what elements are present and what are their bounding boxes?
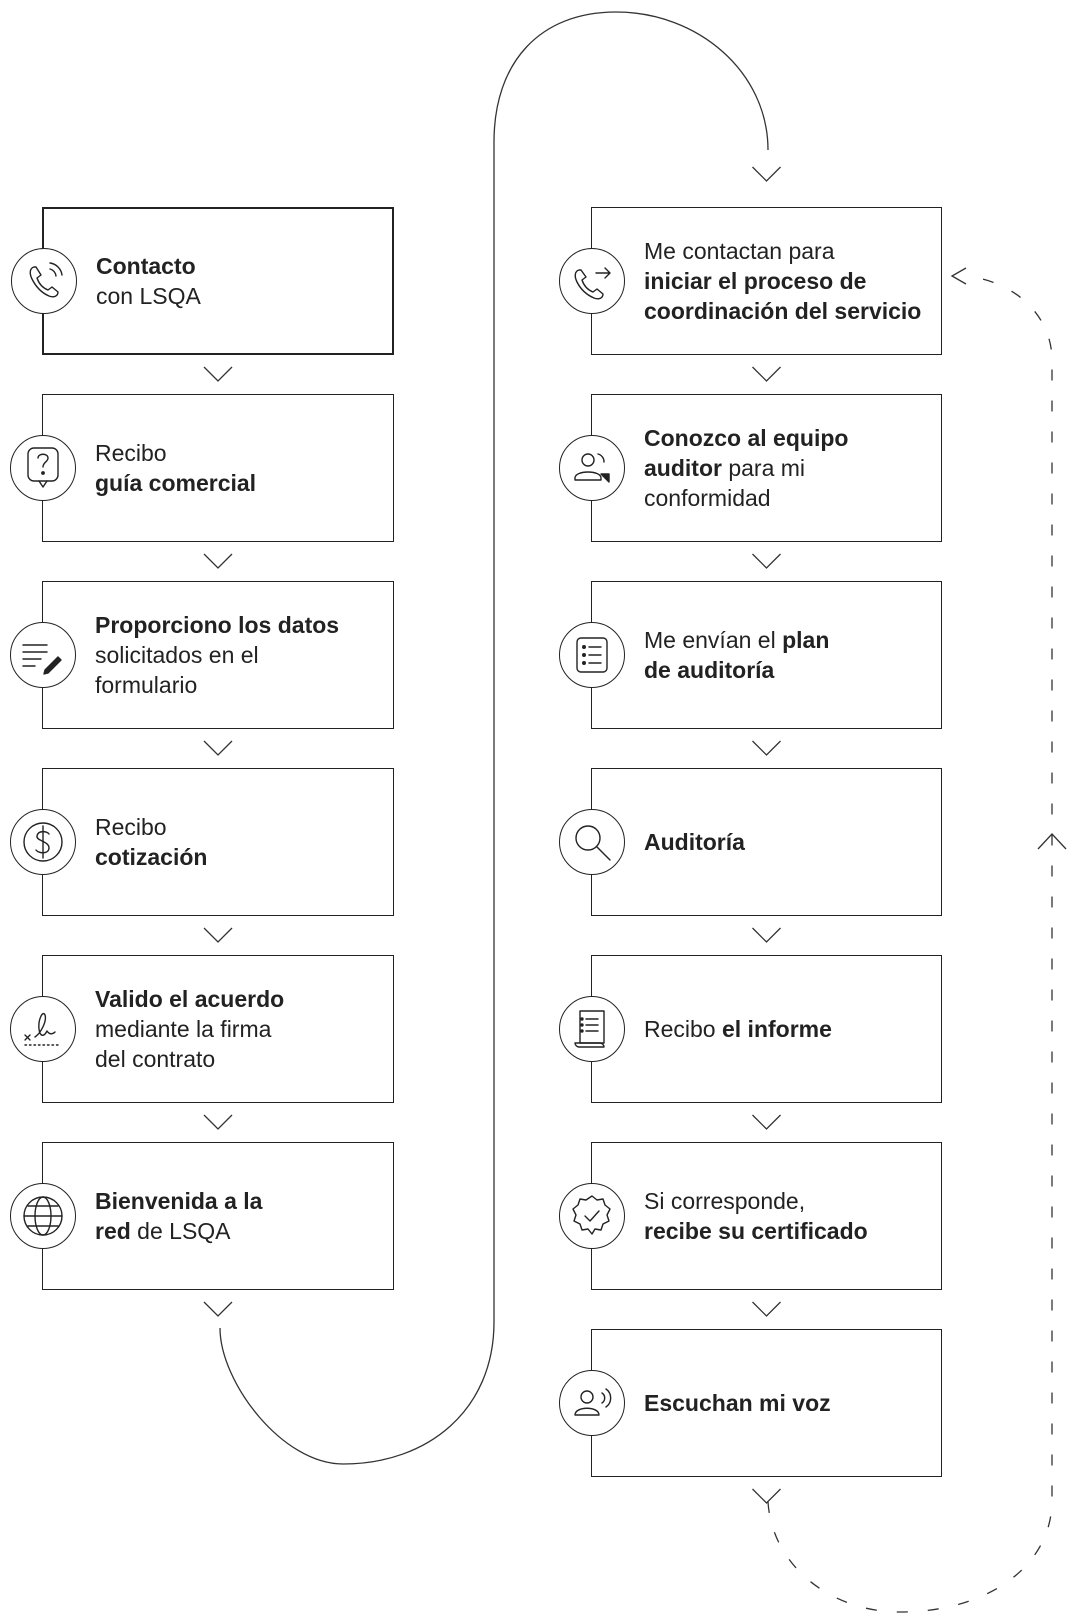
- magnifier-icon: [559, 809, 625, 875]
- flow-arrow-chevron: [752, 166, 781, 182]
- step-equipo: Conozco al equipo auditor para mi conformi…: [559, 394, 942, 542]
- step-voz: Escuchan mi voz: [559, 1329, 942, 1477]
- step-label: Valido el acuerdo mediante la firma del co…: [95, 984, 385, 1074]
- step-label: Bienvenida a la red de LSQA: [95, 1186, 385, 1246]
- flow-arrow-chevron: [752, 1488, 781, 1504]
- flow-arrow-chevron: [752, 366, 781, 382]
- step-label-part: Conozco al equipo: [644, 425, 849, 451]
- step-plan: Me envían el plan de auditoría: [559, 581, 942, 729]
- step-label: Recibo el informe: [644, 1014, 933, 1044]
- step-label-part: Proporciono los datos: [95, 612, 340, 638]
- step-label-part: el informe: [721, 1016, 832, 1042]
- step-label-part: Me contactan para: [644, 238, 835, 264]
- flow-arrow-chevron: [752, 1301, 781, 1317]
- step-label: Recibo cotización: [95, 812, 385, 872]
- feedback-loop-arrowhead: [950, 267, 967, 285]
- certificate-badge-icon: [559, 1183, 625, 1249]
- list-pencil-icon: [10, 622, 76, 688]
- step-label: Me contactan para iniciar el proceso de co…: [644, 236, 933, 326]
- signature-icon: [10, 996, 76, 1062]
- phone-outgoing-icon: [559, 248, 625, 314]
- step-coordinacion: Me contactan para iniciar el proceso de co…: [559, 207, 942, 355]
- step-label-part: auditor: [644, 455, 722, 481]
- step-label-part: Bienvenida a la: [95, 1188, 263, 1214]
- flow-connector-line: [219, 11, 769, 1465]
- flow-arrow-chevron: [203, 1301, 233, 1317]
- step-label-part: Recibo: [95, 814, 167, 840]
- flow-arrow-chevron: [203, 553, 233, 569]
- step-label-part: cotización: [95, 844, 208, 870]
- step-label: Escuchan mi voz: [644, 1388, 933, 1418]
- globe-icon: [10, 1183, 76, 1249]
- person-speaking-icon: [559, 1370, 625, 1436]
- flow-arrow-chevron: [203, 740, 233, 756]
- flow-arrow-chevron: [752, 1114, 781, 1130]
- step-label: Conozco al equipo auditor para mi conformi…: [644, 423, 933, 513]
- step-label: Proporciono los datos solicitados en el fo…: [95, 610, 385, 700]
- checklist-icon: [559, 622, 625, 688]
- step-label-part: Recibo: [644, 1016, 722, 1042]
- step-label-part: Escuchan mi voz: [644, 1390, 831, 1416]
- dollar-coin-icon: [10, 809, 76, 875]
- step-label-part: Si corresponde,: [644, 1188, 806, 1214]
- flow-arrow-chevron: [203, 927, 233, 943]
- step-informe: Recibo el informe: [559, 955, 942, 1103]
- step-datos: Proporciono los datos solicitados en el fo…: [10, 581, 394, 729]
- step-label: Si corresponde, recibe su certificado: [644, 1186, 933, 1246]
- step-label-part: para mi: [721, 455, 806, 481]
- auditor-team-icon: [559, 435, 625, 501]
- step-label-part: Auditoría: [644, 829, 745, 855]
- step-label-part: recibe su certificado: [644, 1218, 868, 1244]
- step-label-part: solicitados en el: [95, 642, 259, 668]
- step-label: Me envían el plan de auditoría: [644, 625, 933, 685]
- step-label: Contacto con LSQA: [96, 251, 384, 311]
- feedback-loop-up-arrowhead: [1037, 833, 1067, 850]
- flow-arrow-chevron: [203, 366, 233, 382]
- step-label-part: del contrato: [95, 1046, 216, 1072]
- phone-icon: [11, 248, 77, 314]
- feedback-loop-dashed-line: [767, 275, 1053, 1613]
- step-label-part: plan: [782, 627, 830, 653]
- step-certificado: Si corresponde, recibe su certificado: [559, 1142, 942, 1290]
- step-label-part: Valido el acuerdo: [95, 986, 285, 1012]
- step-auditoria: Auditoría: [559, 768, 942, 916]
- step-label-part: coordinación del servicio: [644, 298, 922, 324]
- step-label: Recibo guía comercial: [95, 438, 385, 498]
- flow-arrow-chevron: [752, 927, 781, 943]
- step-label-part: formulario: [95, 672, 198, 698]
- question-speech-bubble-icon: [10, 435, 76, 501]
- step-label-part: de auditoría: [644, 657, 775, 683]
- step-label-part: mediante la firma: [95, 1016, 272, 1042]
- step-label: Auditoría: [644, 827, 933, 857]
- step-label-part: conformidad: [644, 485, 771, 511]
- step-label-part: guía comercial: [95, 470, 257, 496]
- step-label-part: red: [95, 1218, 131, 1244]
- step-label-part: Me envían el: [644, 627, 783, 653]
- step-contacto: Contacto con LSQA: [11, 207, 394, 355]
- step-guia: Recibo guía comercial: [10, 394, 394, 542]
- step-label-part: Recibo: [95, 440, 167, 466]
- flow-arrow-chevron: [203, 1114, 233, 1130]
- step-bienvenida: Bienvenida a la red de LSQA: [10, 1142, 394, 1290]
- step-label-part: con LSQA: [96, 283, 201, 309]
- report-scroll-icon: [559, 996, 625, 1062]
- step-label-part: de LSQA: [130, 1218, 231, 1244]
- flow-arrow-chevron: [752, 553, 781, 569]
- step-label-part: iniciar el proceso de: [644, 268, 867, 294]
- step-cotizacion: Recibo cotización: [10, 768, 394, 916]
- step-acuerdo: Valido el acuerdo mediante la firma del co…: [10, 955, 394, 1103]
- flow-arrow-chevron: [752, 740, 781, 756]
- step-label-part: Contacto: [96, 253, 196, 279]
